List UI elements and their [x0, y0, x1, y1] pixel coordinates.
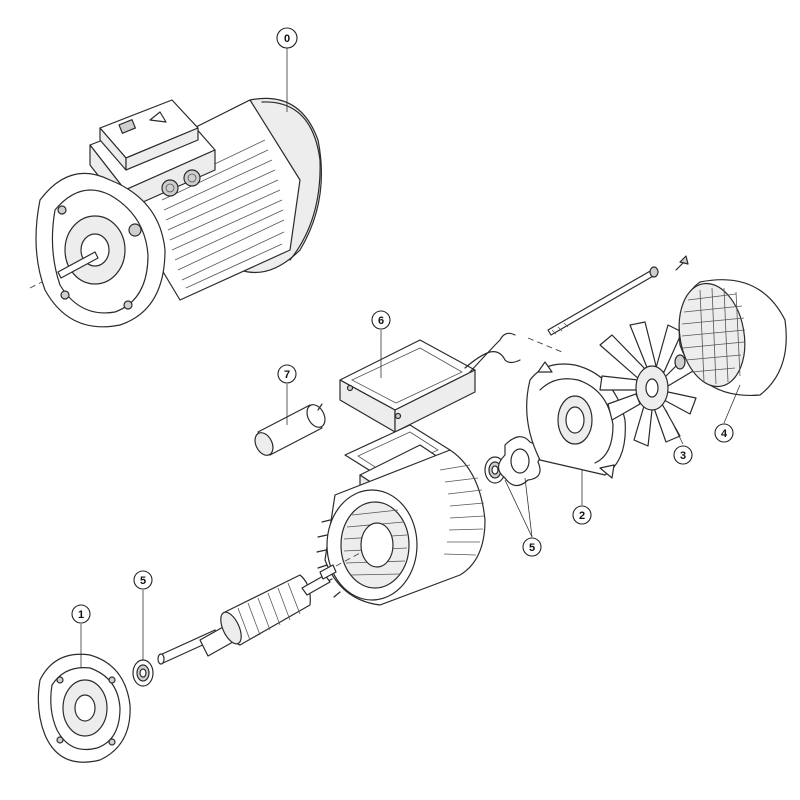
- rotor-shaft: [157, 552, 361, 665]
- callout-2: 2: [572, 505, 592, 525]
- leader-lines: [80, 48, 741, 668]
- front-bearing: [132, 659, 154, 687]
- callout-6: 6: [371, 310, 391, 330]
- callout-1: 1: [71, 604, 91, 624]
- front-flange: [37, 653, 131, 763]
- capacitor: [254, 403, 326, 456]
- callout-label: 2: [579, 510, 585, 522]
- wave-washer: [497, 436, 541, 487]
- callout-5-front: 5: [133, 570, 153, 590]
- stator-housing: [316, 424, 486, 606]
- callout-5-rear: 5: [522, 537, 542, 557]
- terminal-box-cover: [339, 332, 521, 433]
- callout-label: 1: [78, 609, 84, 621]
- callout-3: 3: [673, 445, 693, 465]
- callout-label: 0: [284, 33, 290, 45]
- callout-label: 6: [378, 315, 384, 327]
- cooling-fan: [599, 321, 699, 447]
- callout-label: 3: [680, 450, 686, 462]
- callout-label: 5: [529, 542, 535, 554]
- callout-label: 4: [721, 428, 728, 440]
- assembled-motor: [29, 97, 323, 328]
- callout-0: 0: [276, 27, 298, 49]
- callout-7: 7: [277, 364, 297, 384]
- callout-label: 5: [140, 575, 146, 587]
- callout-4: 4: [714, 423, 734, 443]
- tie-rod: [547, 266, 659, 336]
- fan-cover: [675, 255, 787, 397]
- rear-end-shield: [526, 337, 626, 479]
- callout-label: 7: [284, 369, 290, 381]
